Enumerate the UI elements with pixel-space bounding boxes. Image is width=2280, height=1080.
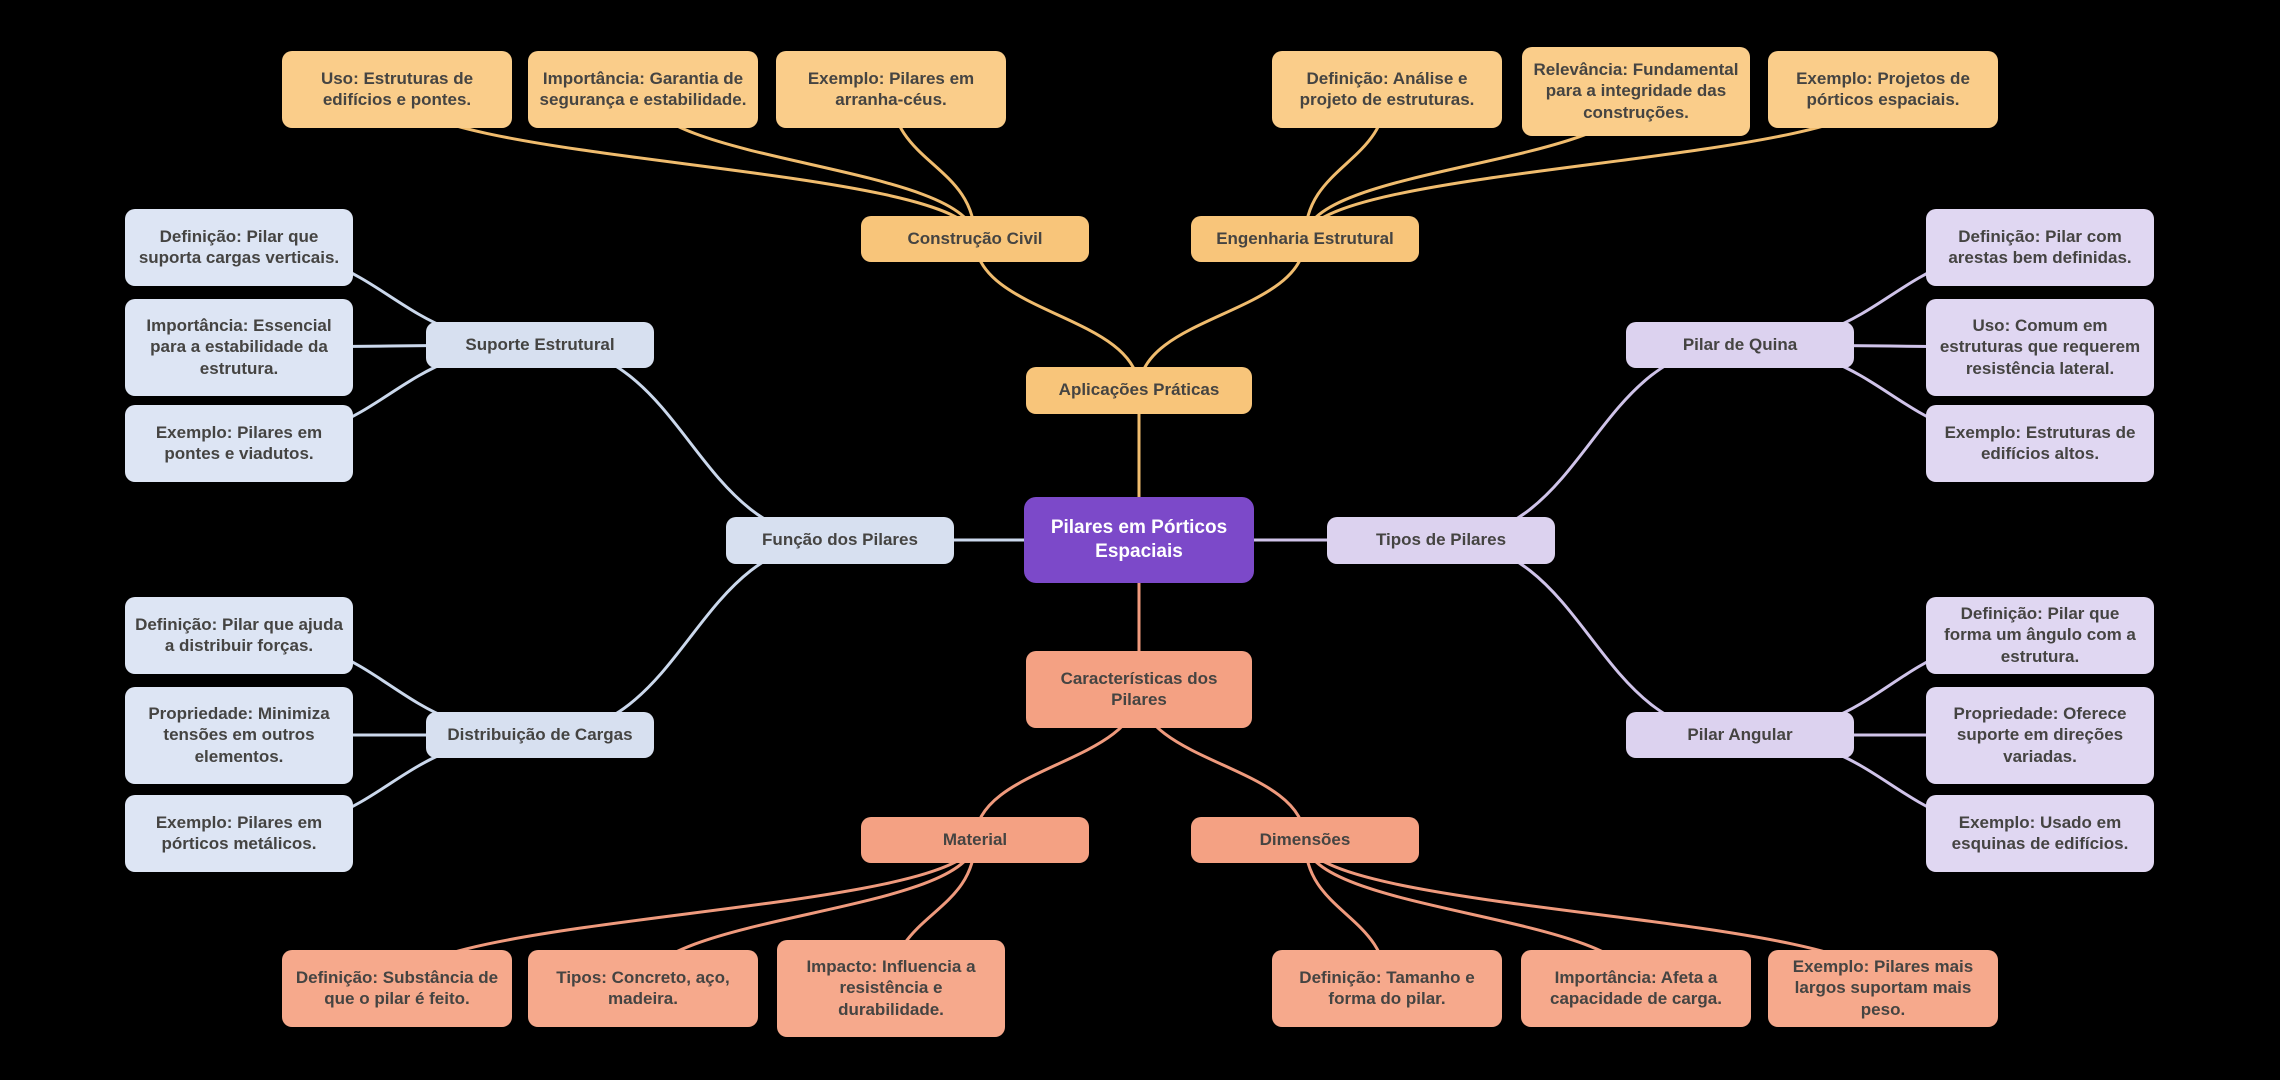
node-cc3[interactable]: Exemplo: Pilares em arranha-céus.: [776, 50, 1006, 128]
node-dc3[interactable]: Exemplo: Pilares em pórticos metálicos.: [125, 794, 353, 872]
node-construcao[interactable]: Construção Civil: [861, 216, 1089, 262]
node-pq2[interactable]: Uso: Comum em estruturas que requerem re…: [1926, 298, 2154, 396]
node-dimensoes[interactable]: Dimensões: [1191, 817, 1419, 863]
edge-funcao-distribuicao: [538, 538, 842, 737]
node-ee1[interactable]: Definição: Análise e projeto de estrutur…: [1272, 50, 1502, 128]
node-mt3[interactable]: Impacto: Influencia a resistência e dura…: [777, 939, 1005, 1037]
node-cc2[interactable]: Importância: Garantia de segurança e est…: [528, 50, 758, 128]
node-pa1[interactable]: Definição: Pilar que forma um ângulo com…: [1926, 596, 2154, 674]
node-engenharia[interactable]: Engenharia Estrutural: [1191, 216, 1419, 262]
node-tipos[interactable]: Tipos de Pilares: [1327, 516, 1555, 564]
node-aplicacoes[interactable]: Aplicações Práticas: [1026, 366, 1252, 414]
node-pa2[interactable]: Propriedade: Oferece suporte em direções…: [1926, 686, 2154, 784]
node-distribuicao[interactable]: Distribuição de Cargas: [426, 712, 654, 758]
node-ee2[interactable]: Relevância: Fundamental para a integrida…: [1522, 46, 1750, 136]
node-dm1[interactable]: Definição: Tamanho e forma do pilar.: [1272, 949, 1502, 1027]
node-pa3[interactable]: Exemplo: Usado em esquinas de edifícios.: [1926, 794, 2154, 872]
node-dc1[interactable]: Definição: Pilar que ajuda a distribuir …: [125, 596, 353, 674]
edge-tipos-quina: [1439, 343, 1742, 542]
node-pq3[interactable]: Exemplo: Estruturas de edifícios altos.: [1926, 404, 2154, 482]
node-suporte[interactable]: Suporte Estrutural: [426, 322, 654, 368]
node-se3[interactable]: Exemplo: Pilares em pontes e viadutos.: [125, 404, 353, 482]
node-cc1[interactable]: Uso: Estruturas de edifícios e pontes.: [282, 50, 512, 128]
node-dm2[interactable]: Importância: Afeta a capacidade de carga…: [1521, 949, 1751, 1027]
edge-aplicacoes-construcao: [973, 237, 1141, 392]
node-material[interactable]: Material: [861, 817, 1089, 863]
node-se1[interactable]: Definição: Pilar que suporta cargas vert…: [125, 208, 353, 286]
node-center[interactable]: Pilares em Pórticos Espaciais: [1024, 497, 1254, 583]
edge-aplicacoes-engenharia: [1137, 237, 1307, 392]
node-angular[interactable]: Pilar Angular: [1626, 712, 1854, 758]
node-mt2[interactable]: Tipos: Concreto, aço, madeira.: [528, 949, 758, 1027]
node-funcao[interactable]: Função dos Pilares: [726, 516, 954, 564]
node-mt1[interactable]: Definição: Substância de que o pilar é f…: [282, 949, 512, 1027]
node-pq1[interactable]: Definição: Pilar com arestas bem definid…: [1926, 208, 2154, 286]
node-dc2[interactable]: Propriedade: Minimiza tensões em outros …: [125, 686, 353, 784]
node-se2[interactable]: Importância: Essencial para a estabilida…: [125, 298, 353, 396]
edge-funcao-suporte: [538, 343, 842, 542]
node-quina[interactable]: Pilar de Quina: [1626, 322, 1854, 368]
edge-tipos-angular: [1439, 538, 1742, 737]
node-dm3[interactable]: Exemplo: Pilares mais largos suportam ma…: [1768, 949, 1998, 1027]
node-caracteristicas[interactable]: Características dos Pilares: [1026, 650, 1252, 728]
node-ee3[interactable]: Exemplo: Projetos de pórticos espaciais.: [1768, 50, 1998, 128]
